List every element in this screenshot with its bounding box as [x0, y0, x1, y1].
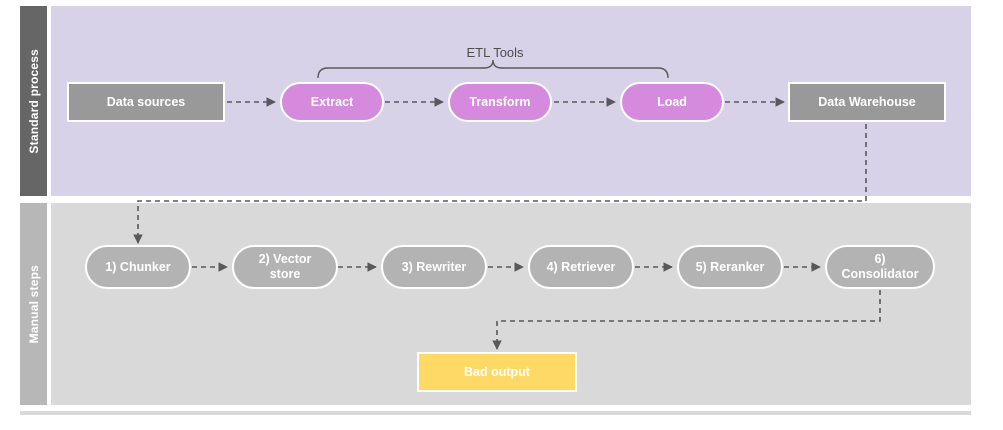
node-reranker[interactable]: 5) Reranker — [677, 245, 783, 289]
node-bad-output[interactable]: Bad output — [417, 352, 577, 392]
node-transform[interactable]: Transform — [448, 82, 552, 122]
node-label-consolidator: 6)Consolidator — [841, 252, 919, 281]
lane-label-standard-process: Standard process — [26, 48, 41, 154]
node-load[interactable]: Load — [620, 82, 724, 122]
lane-label-manual-steps: Manual steps — [26, 264, 41, 344]
node-label-load: Load — [657, 94, 687, 109]
node-chunker[interactable]: 1) Chunker — [85, 245, 191, 289]
lane-header-manual-steps: Manual steps — [20, 203, 47, 405]
lane-header-standard-process: Standard process — [20, 6, 47, 196]
node-label-bad-output: Bad output — [464, 364, 530, 379]
node-label-chunker: 1) Chunker — [105, 259, 171, 274]
node-label-rewriter: 3) Rewriter — [401, 259, 467, 274]
node-label-data-sources: Data sources — [106, 94, 186, 109]
node-label-retriever: 4) Retriever — [546, 259, 616, 274]
node-extract[interactable]: Extract — [280, 82, 384, 122]
node-label-extract: Extract — [310, 94, 354, 109]
node-data-sources[interactable]: Data sources — [67, 82, 225, 122]
node-consolidator[interactable]: 6)Consolidator — [825, 245, 935, 289]
node-label-transform: Transform — [469, 94, 531, 109]
node-retriever[interactable]: 4) Retriever — [528, 245, 634, 289]
node-label-reranker: 5) Reranker — [695, 259, 765, 274]
node-rewriter[interactable]: 3) Rewriter — [381, 245, 487, 289]
node-data-warehouse[interactable]: Data Warehouse — [788, 82, 946, 122]
bottom-divider-rule — [20, 411, 971, 415]
etl-tools-brace-label: ETL Tools — [466, 45, 524, 60]
node-label-data-warehouse: Data Warehouse — [818, 94, 916, 109]
